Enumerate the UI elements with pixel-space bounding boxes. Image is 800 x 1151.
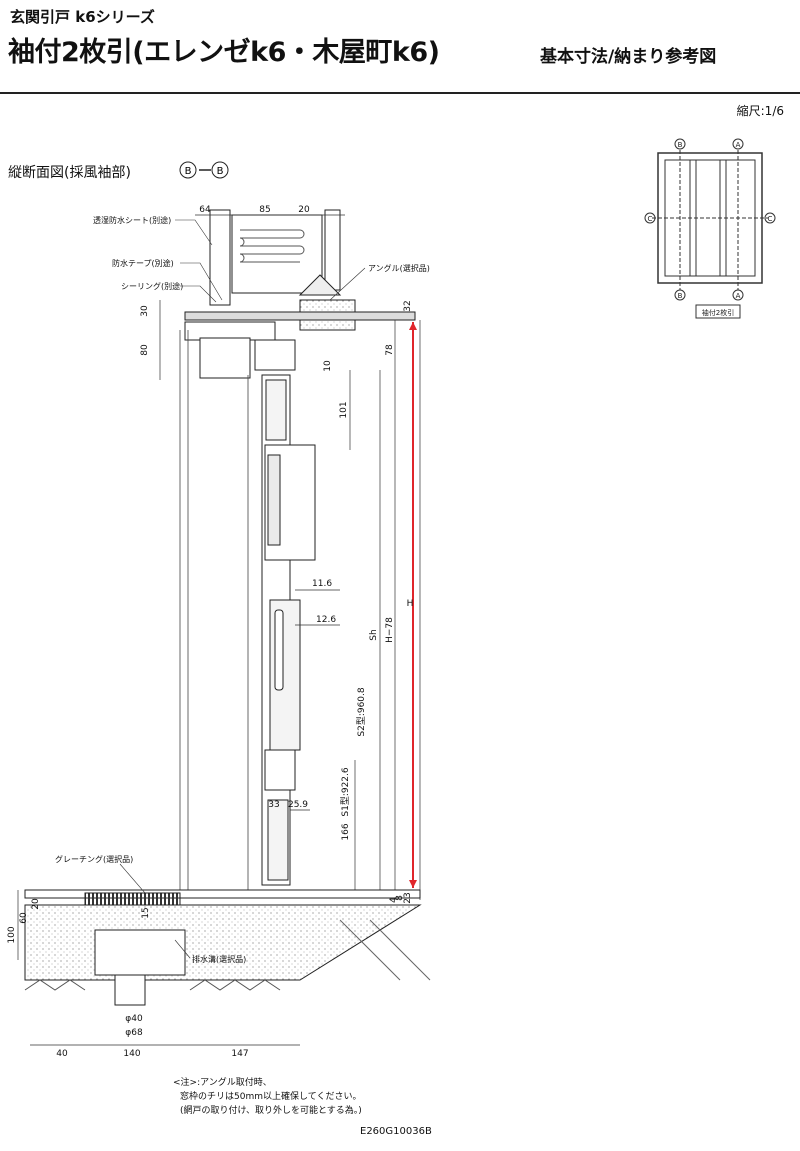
key-mark-br: A bbox=[736, 292, 741, 300]
dim-8: 8 bbox=[395, 895, 405, 901]
callout-sealing: シーリング(別途) bbox=[121, 281, 183, 291]
drawing-code: E260G10036B bbox=[360, 1126, 432, 1137]
dim-11-6: 11.6 bbox=[312, 579, 332, 589]
callout-grating: グレーチング(選択品) bbox=[55, 854, 133, 864]
dim-h: H bbox=[407, 599, 414, 609]
dim-33: 33 bbox=[268, 800, 279, 810]
callout-drain: 排水溝(選択品) bbox=[192, 954, 246, 964]
page-subtitle: 基本寸法/納まり参考図 bbox=[540, 47, 717, 67]
dim-15: 15 bbox=[141, 907, 151, 918]
key-plan bbox=[644, 138, 776, 319]
dim-32: 32 bbox=[403, 300, 413, 311]
callout-waterproof-tape: 防水テープ(別途) bbox=[112, 258, 174, 268]
dim-h-78: H−78 bbox=[385, 617, 395, 643]
dim-140: 140 bbox=[123, 1049, 140, 1059]
dim-sh: Sh bbox=[369, 629, 379, 640]
dim-4: 4 bbox=[389, 897, 399, 903]
section-mark-right-text: B bbox=[217, 166, 224, 177]
dim-20-top: 20 bbox=[298, 205, 310, 215]
floor-section bbox=[24, 889, 431, 1006]
sash-profile bbox=[261, 374, 316, 886]
key-plan-caption: 袖付2枚引 bbox=[702, 308, 734, 317]
dim-147: 147 bbox=[231, 1049, 248, 1059]
scale-label: 縮尺:1/6 bbox=[736, 104, 784, 118]
dim-10: 10 bbox=[323, 360, 333, 372]
dim-12-6: 12.6 bbox=[316, 615, 336, 625]
dim-64: 64 bbox=[199, 205, 211, 215]
key-mark-bl: B bbox=[678, 292, 683, 300]
frame-lines bbox=[179, 330, 249, 890]
series-name: 玄関引戸 k6シリーズ bbox=[10, 8, 155, 26]
page-title: 袖付2枚引(エレンゼk6・木屋町k6) bbox=[8, 37, 440, 68]
dim-100: 100 bbox=[7, 926, 17, 943]
section-mark-right: B bbox=[211, 161, 229, 179]
key-mark-tr: A bbox=[736, 141, 741, 149]
dim-85: 85 bbox=[259, 205, 270, 215]
leader-lines bbox=[119, 219, 366, 959]
dim-20-low: 20 bbox=[31, 898, 41, 910]
dim-30: 30 bbox=[140, 305, 150, 317]
dim-23: 23 bbox=[403, 892, 413, 903]
key-mark-l: C bbox=[648, 215, 653, 223]
note-line-2: 窓枠のチリは50mm以上確保してください。 bbox=[180, 1090, 361, 1102]
dim-60: 60 bbox=[19, 912, 29, 924]
note-line-1: <注>:アングル取付時、 bbox=[173, 1076, 272, 1088]
dim-78: 78 bbox=[385, 344, 395, 356]
dim-25-9: 25.9 bbox=[288, 800, 308, 810]
head-section bbox=[184, 209, 416, 379]
title-rule bbox=[0, 92, 800, 94]
key-mark-r: C bbox=[768, 215, 773, 223]
key-mark-tl: B bbox=[678, 141, 683, 149]
dimension-lines bbox=[17, 214, 421, 1046]
dim-phi68: φ68 bbox=[125, 1028, 143, 1038]
section-title: 縦断面図(採風袖部) bbox=[8, 165, 131, 181]
callout-angle: アングル(選択品) bbox=[368, 263, 430, 273]
dim-166: 166 bbox=[341, 823, 351, 840]
dim-s1: S1型:922.6 bbox=[340, 767, 351, 817]
dim-phi40: φ40 bbox=[125, 1014, 143, 1024]
dim-s2: S2型:960.8 bbox=[356, 687, 367, 737]
section-mark-left: B bbox=[179, 161, 197, 179]
dim-40: 40 bbox=[56, 1049, 68, 1059]
dim-80: 80 bbox=[140, 344, 150, 356]
grating bbox=[84, 892, 181, 906]
section-mark-left-text: B bbox=[185, 166, 192, 177]
dim-101: 101 bbox=[339, 401, 349, 418]
callout-vapor-sheet: 透湿防水シート(別途) bbox=[93, 215, 171, 225]
note-line-3: (網戸の取り付け、取り外しを可能とする為。) bbox=[180, 1104, 362, 1116]
